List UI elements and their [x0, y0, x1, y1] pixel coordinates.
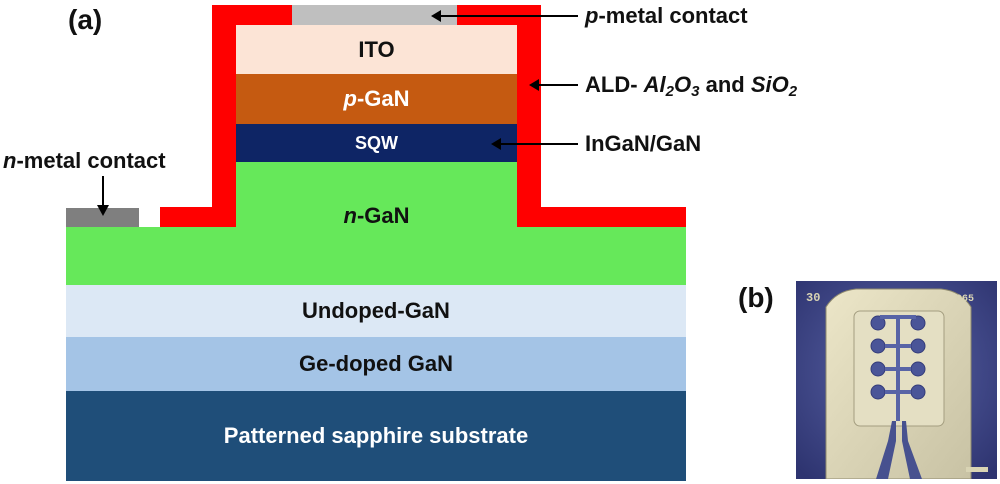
ge-doped-gan-label: Ge-doped GaN [298, 351, 453, 376]
sqw-label: SQW [355, 132, 398, 153]
sapphire-label: Patterned sapphire substrate [223, 423, 529, 448]
panel-a-label: (a) [68, 4, 103, 35]
n-gan-mesa [236, 162, 517, 228]
ald-callout: ALD- Al2O3 and SiO2 [585, 72, 798, 100]
p-metal-arrow [438, 15, 578, 17]
sqw-layer: SQW [236, 124, 517, 162]
scale-bar [966, 467, 988, 472]
n-metal-callout: n-metal contact [3, 148, 166, 173]
p-metal-arrow-head [431, 10, 441, 22]
photo-corner-left: 30 [806, 291, 820, 305]
ald-arrow [536, 84, 578, 86]
undoped-gan-layer: Undoped-GaN [66, 285, 686, 337]
ingan-arrow [498, 143, 578, 145]
micrograph-image: 30 065 [796, 281, 997, 480]
undoped-gan-label: Undoped-GaN [302, 298, 450, 323]
p-gan-label: p-GaN [343, 86, 410, 111]
n-metal-arrow-head [97, 205, 109, 216]
n-gan-base [66, 227, 686, 285]
n-metal-contact [66, 208, 139, 227]
p-metal-contact [292, 5, 457, 25]
p-gan-layer: p-GaN [236, 74, 517, 124]
photo-corner-right: 065 [956, 294, 974, 305]
n-metal-arrow [102, 176, 104, 208]
ito-layer: ITO [236, 25, 517, 74]
ald-arrow-head [529, 79, 539, 91]
panel-b-label: (b) [738, 282, 774, 313]
ingan-callout: InGaN/GaN [585, 131, 702, 156]
ito-label: ITO [358, 36, 395, 62]
ge-doped-gan-layer: Ge-doped GaN [66, 337, 686, 391]
sapphire-layer: Patterned sapphire substrate [66, 391, 686, 481]
n-gan-label: n-GaN [343, 203, 410, 228]
device-micrograph: 30 065 [796, 281, 997, 480]
p-metal-callout: p-metal contact [585, 3, 748, 28]
ingan-arrow-head [491, 138, 501, 150]
